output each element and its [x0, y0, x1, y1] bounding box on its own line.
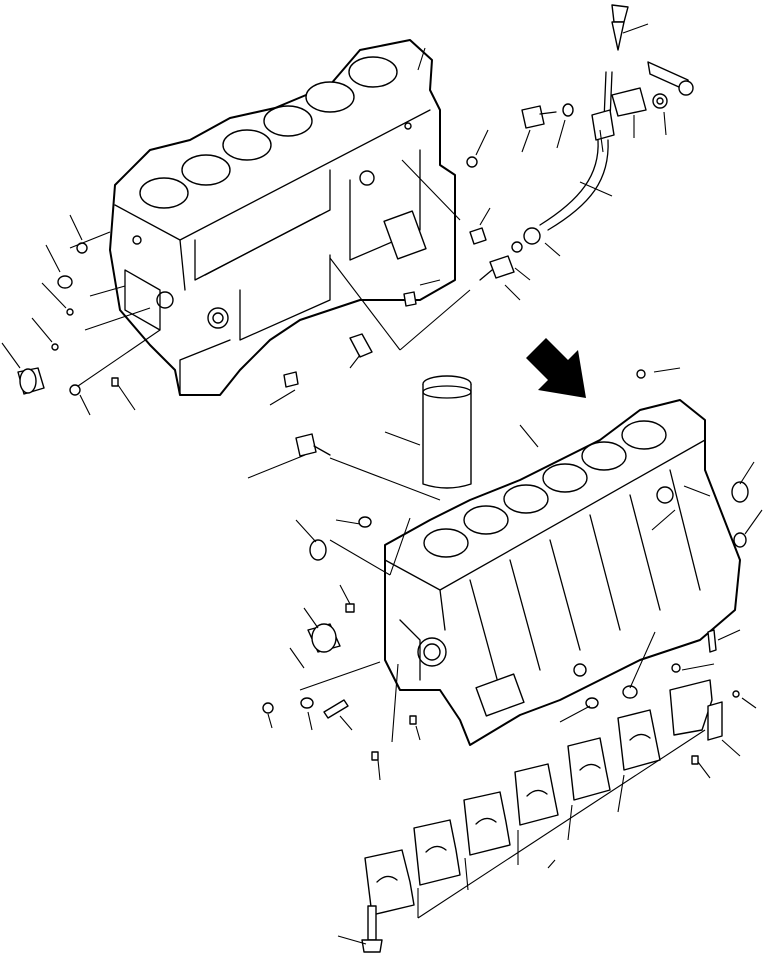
- main-cap-bolt: [361, 905, 383, 953]
- lower-cylinder-block: [384, 399, 741, 746]
- oil-level-gauge-assembly: [479, 4, 694, 281]
- lower-leader-lines: [247, 367, 763, 945]
- lower-block-fittings: [262, 369, 749, 765]
- view-direction-arrow: [526, 338, 586, 398]
- main-bearing-caps: [364, 679, 723, 916]
- upper-block-fittings: [17, 156, 487, 396]
- upper-cylinder-block: [109, 39, 456, 396]
- upper-leader-lines: [1, 23, 667, 416]
- cylinder-liner: [422, 375, 472, 489]
